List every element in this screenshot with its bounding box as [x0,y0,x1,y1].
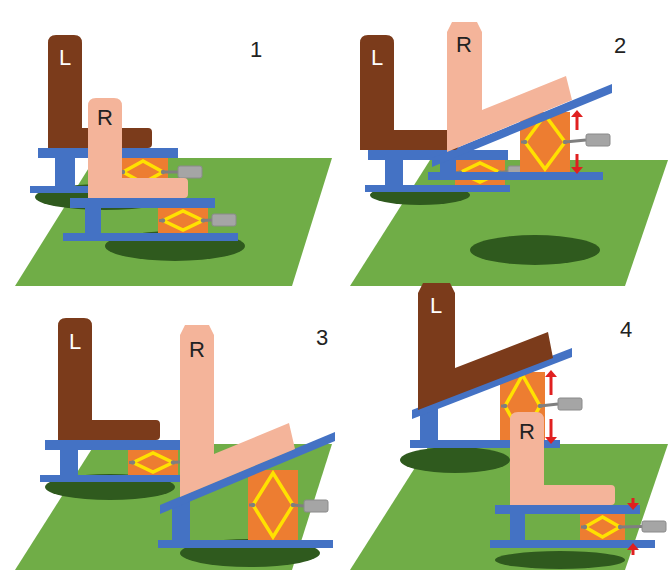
motion-arrowhead [571,110,583,117]
motion-arrow [550,376,553,395]
foot-letter: L [430,295,442,317]
pivot-pin [563,140,567,144]
foot-shape: R [447,22,572,152]
foot-shape-fill [180,325,295,497]
actuator-rod [540,404,558,406]
panel-illustration [15,148,332,286]
pivot-pin [131,460,135,464]
motion-arrowhead [627,503,639,510]
panel-number: 3 [316,327,328,349]
actuator-motor [642,521,666,532]
hinge-post [60,450,78,475]
foot-letter: L [59,47,71,69]
actuator-rod [163,171,178,174]
hinge-post [510,514,525,540]
foot-shape-fill [360,35,458,150]
base-plate [40,475,185,482]
lift-platform [490,498,666,555]
scissor-arms [163,211,203,230]
foot-shape-fill [88,98,188,198]
actuator-motor [304,500,328,512]
base-plate [365,185,510,192]
foot-shape-fill [447,22,572,152]
scissor-lift-box [128,450,178,475]
panel-number: 2 [614,35,626,57]
scissor-lift-box [158,208,208,233]
scissor-arms [585,517,620,537]
base-plate [158,540,333,548]
top-plate [495,505,640,514]
top-plate [45,440,185,450]
foot-shape: L [418,283,553,410]
foot-shape: R [510,412,615,505]
floor [350,444,668,570]
foot-shape: L [360,35,458,150]
motion-arrowhead [627,543,639,550]
foot-shape-fill [58,318,160,440]
pivot-pin [201,218,205,222]
foot-letter: R [97,107,113,129]
panel-illustration [350,348,668,570]
pivot-pin [583,525,587,529]
pivot-pin [251,503,255,507]
foot-letter: L [69,331,81,353]
pivot-pin [171,460,175,464]
foot-letter: R [456,34,472,56]
panel-number: 4 [620,319,632,341]
pivot-pin [523,140,527,144]
pivot-pin [503,404,507,408]
panel-illustration [15,432,335,570]
floor [350,160,668,286]
foot-shape: L [58,318,160,440]
foot-shape-fill [418,283,553,410]
foot-letter: L [371,47,383,69]
scissor-arms [253,473,293,537]
pivot-pin [538,404,542,408]
pivot-pin [161,218,165,222]
scissor-arms [133,453,173,472]
floor-hole [470,235,600,265]
actuator-motor [558,398,582,410]
actuator-rod [620,525,642,529]
lift-platform [63,198,238,241]
actuator-motor [178,166,202,178]
foot-shape: R [88,98,188,198]
pivot-pin [291,503,295,507]
scissor-lift-box [248,470,298,540]
foot-letter: R [189,339,205,361]
pivot-pin [161,170,165,174]
foot-shape-fill [510,412,615,505]
hinge-post [385,160,403,185]
base-plate [63,233,238,241]
floor-hole [400,447,510,473]
foot-letter: R [519,421,535,443]
floor [15,158,332,286]
actuator-motor [212,214,236,226]
scissor-lift-box [580,514,625,540]
motion-arrow [576,116,579,130]
hinge-post [85,208,101,233]
motion-arrowhead [571,167,583,174]
motion-arrow [576,154,579,168]
foot-shape: R [180,325,295,497]
actuator-rod [565,140,586,142]
motion-arrowhead [545,370,557,377]
top-plate [70,198,215,208]
floor-hole [495,551,625,569]
motion-arrowhead [545,437,557,444]
motion-arrow [550,419,553,438]
actuator-motor [586,134,610,146]
hinge-post [55,158,75,186]
panel-number: 1 [250,39,262,61]
pivot-pin [618,525,622,529]
